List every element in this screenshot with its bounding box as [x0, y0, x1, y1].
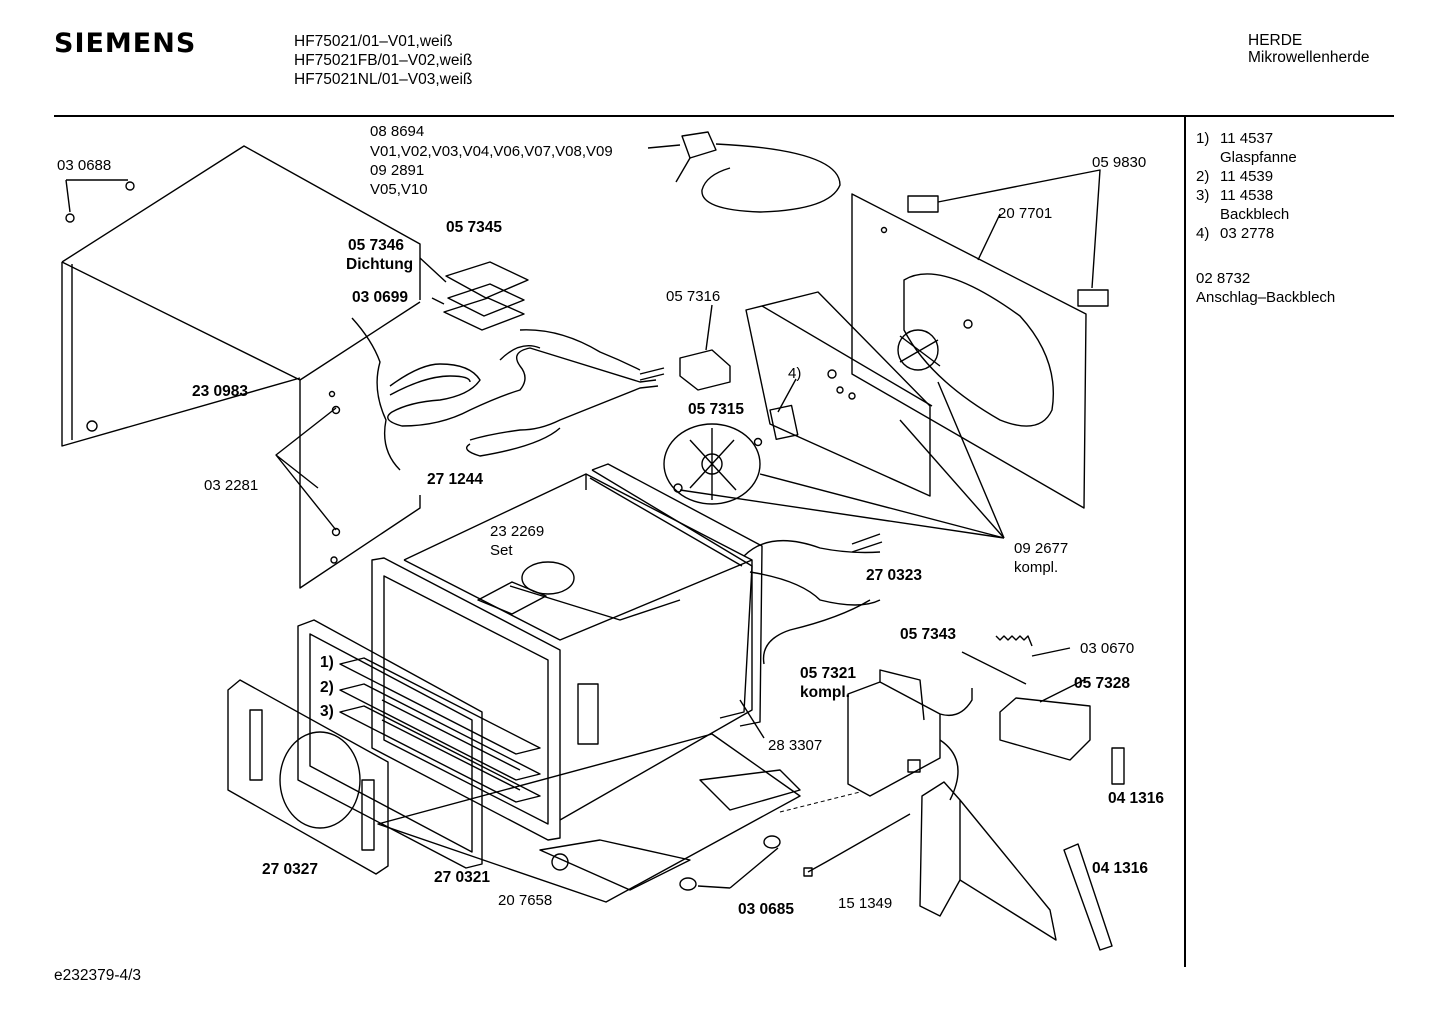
- label-057343: 05 7343: [900, 626, 956, 643]
- subcategory-title: Mikrowellenherde: [1248, 49, 1370, 66]
- inner-door: [297, 619, 483, 869]
- label-059830: 05 9830: [1092, 154, 1146, 171]
- callout-lines: [679, 381, 1005, 539]
- label-kompl-2: kompl.: [800, 684, 850, 701]
- label-151349: 15 1349: [838, 895, 892, 912]
- shelf-racks: [339, 657, 541, 803]
- label-283307: 28 3307: [768, 737, 822, 754]
- label-088694: 08 8694: [370, 123, 424, 140]
- label-057315: 05 7315: [688, 401, 744, 418]
- legend-extra-part: 02 8732: [1196, 270, 1251, 287]
- label-207701: 20 7701: [998, 205, 1052, 222]
- label-variants-2: V05,V10: [370, 181, 428, 198]
- label-030699: 03 0699: [352, 289, 408, 306]
- model-line: HF75021FB/01–V02,weiß: [294, 52, 473, 69]
- label-057316: 05 7316: [666, 288, 720, 305]
- screws: [65, 179, 337, 531]
- label-variants-1: V01,V02,V03,V04,V06,V07,V08,V09: [370, 143, 613, 160]
- legend-part: 11 4539: [1220, 168, 1274, 185]
- legend-desc: Glaspfanne: [1220, 149, 1297, 166]
- legend-extra-desc: Anschlag–Backblech: [1196, 289, 1336, 306]
- label-041316-b: 04 1316: [1092, 860, 1148, 877]
- legend-num: 1): [1196, 130, 1210, 147]
- outer-door-grille: [227, 679, 389, 875]
- label-mark-2: 2): [320, 679, 334, 696]
- switch-block: [999, 679, 1091, 761]
- header-divider: [54, 115, 1394, 117]
- brand-logo: SIEMENS: [54, 28, 197, 59]
- model-line: HF75021/01–V01,weiß: [294, 33, 453, 50]
- legend-item: 1) 11 4537: [1196, 129, 1335, 148]
- convection-fan: [663, 423, 761, 505]
- oven-cavity: [403, 469, 753, 821]
- label-270323: 27 0323: [866, 567, 922, 584]
- side-panel: [919, 781, 1057, 941]
- side-seal: [591, 463, 765, 739]
- label-dichtung: Dichtung: [346, 256, 413, 273]
- legend-part: 11 4537: [1220, 130, 1274, 147]
- label-271244: 27 1244: [427, 471, 483, 488]
- label-270321: 27 0321: [434, 869, 490, 886]
- model-line: HF75021NL/01–V03,weiß: [294, 71, 473, 88]
- legend-part: 03 2778: [1220, 225, 1275, 242]
- bracket: [679, 304, 731, 391]
- label-230983: 23 0983: [192, 383, 248, 400]
- label-232269: 23 2269: [490, 523, 544, 540]
- part-labels: 08 8694 V01,V02,V03,V04,V06,V07,V08,V09 …: [57, 123, 1164, 918]
- legend-divider: [1184, 117, 1186, 967]
- label-057345: 05 7345: [446, 219, 502, 236]
- legend-num: 3): [1196, 187, 1210, 204]
- parts-legend: 1) 11 4537 Glaspfanne 2) 11 4539 3) 11 4538…: [1196, 129, 1335, 307]
- legend-item: 3) 11 4538: [1196, 186, 1335, 205]
- label-092677: 09 2677: [1014, 540, 1068, 557]
- back-panel: [851, 193, 1087, 509]
- gasket-plates: [419, 257, 529, 331]
- label-mark-3: 3): [320, 703, 334, 720]
- label-041316-a: 04 1316: [1108, 790, 1164, 807]
- label-set: Set: [490, 542, 513, 559]
- label-030685: 03 0685: [738, 901, 794, 918]
- spring: [961, 635, 1071, 685]
- door-switch-assembly: [847, 669, 973, 801]
- label-057346: 05 7346: [348, 237, 404, 254]
- label-030688: 03 0688: [57, 157, 111, 174]
- label-057328: 05 7328: [1074, 675, 1130, 692]
- model-list: HF75021/01–V01,weiß HF75021FB/01–V02,wei…: [294, 32, 472, 89]
- wiring-harness: [743, 533, 883, 665]
- drawing-code: e232379-4/3: [54, 967, 142, 984]
- label-mark-4: 4): [788, 365, 801, 382]
- legend-item: 4) 03 2778: [1196, 224, 1335, 243]
- clips: [907, 169, 1109, 307]
- legend-item: 2) 11 4539: [1196, 167, 1335, 186]
- label-032281: 03 2281: [204, 477, 258, 494]
- connector-strip: [1063, 747, 1125, 951]
- label-kompl-1: kompl.: [1014, 559, 1058, 576]
- housing-shell: [61, 145, 421, 589]
- legend-num: 2): [1196, 168, 1210, 185]
- inner-back-plate: [745, 291, 933, 497]
- label-092891: 09 2891: [370, 162, 424, 179]
- legend-part: 11 4538: [1220, 187, 1274, 204]
- legend-num: 4): [1196, 225, 1210, 242]
- category-block: HERDE Mikrowellenherde: [1248, 32, 1369, 66]
- front-frame: [371, 557, 561, 841]
- label-030670: 03 0670: [1080, 640, 1134, 657]
- sensor-cable: [803, 813, 911, 877]
- legend-desc: Backblech: [1220, 206, 1290, 223]
- label-270327: 27 0327: [262, 861, 318, 878]
- label-057321: 05 7321: [800, 665, 856, 682]
- heating-element: [387, 329, 665, 457]
- mains-cable: [647, 131, 841, 213]
- base-plate: [377, 733, 801, 903]
- label-mark-1: 1): [320, 654, 334, 671]
- feet: [679, 835, 781, 891]
- label-207658: 20 7658: [498, 892, 552, 909]
- category-title: HERDE: [1248, 32, 1303, 49]
